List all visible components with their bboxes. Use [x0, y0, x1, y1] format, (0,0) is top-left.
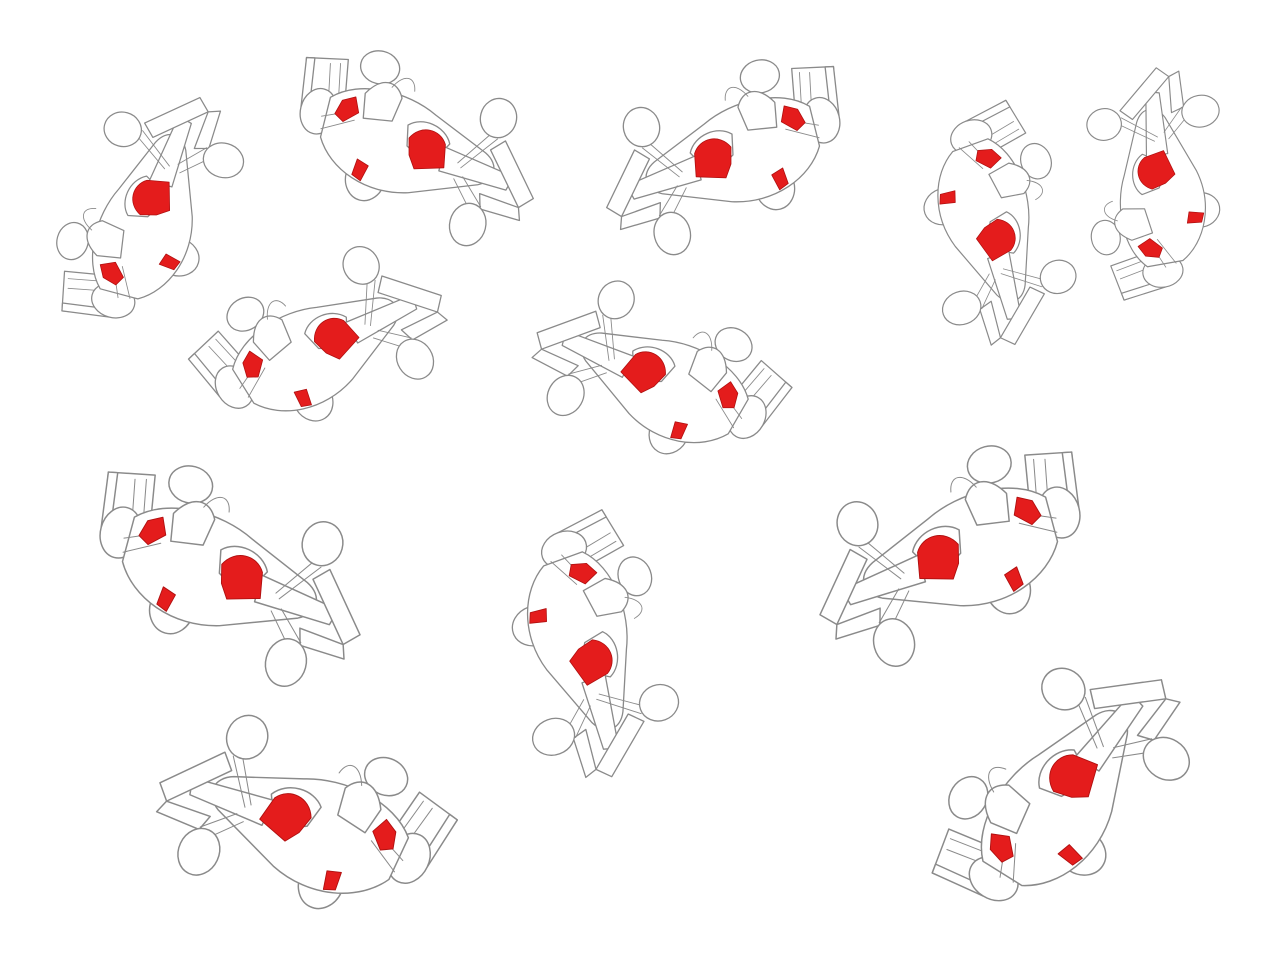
car-view-9	[465, 500, 713, 799]
car-view-10	[788, 424, 1115, 684]
car-view-4	[881, 92, 1108, 365]
car-view-6	[175, 206, 475, 480]
car-view-5	[1063, 57, 1250, 305]
car-view-2	[270, 33, 560, 260]
car-view-11	[129, 673, 470, 960]
car-view-12	[908, 615, 1222, 960]
car-view-1	[38, 70, 258, 348]
car-view-3	[580, 42, 870, 269]
car-view-7	[506, 242, 805, 511]
car-view-8	[65, 444, 392, 704]
